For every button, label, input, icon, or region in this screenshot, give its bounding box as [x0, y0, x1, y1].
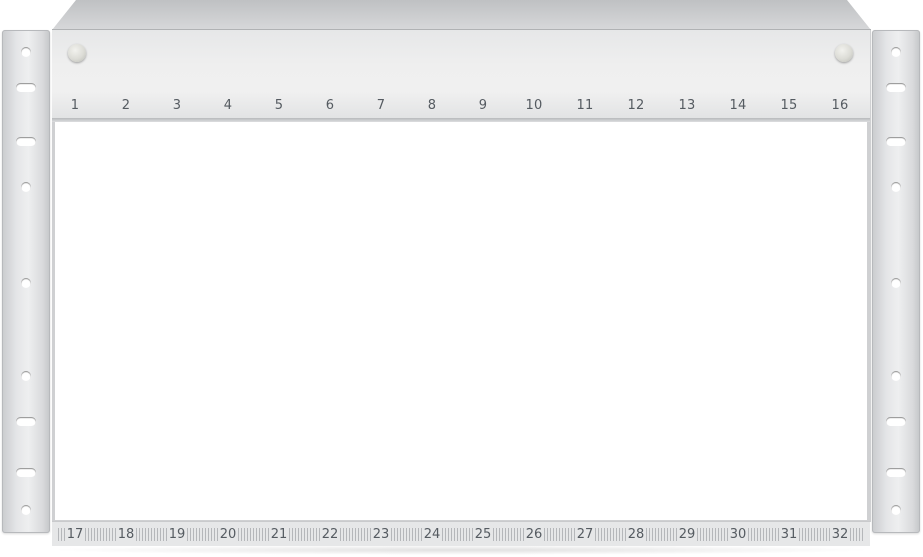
rack-slot-icon [886, 137, 906, 146]
port-number-label: 13 [678, 98, 696, 113]
port-number-label: 19 [167, 527, 187, 542]
port-number-label: 17 [65, 527, 85, 542]
port-number-label: 28 [626, 527, 646, 542]
port-number-label: 22 [320, 527, 340, 542]
header-edge [52, 118, 870, 122]
rack-slot-icon [16, 417, 36, 426]
port-number-label: 26 [524, 527, 544, 542]
port-number-label: 18 [116, 527, 136, 542]
port-number-label: 16 [831, 98, 849, 113]
port-number-label: 7 [376, 98, 386, 113]
port-number-label: 12 [627, 98, 645, 113]
rack-hole-icon [891, 47, 901, 57]
mounting-screw-icon [835, 44, 853, 62]
floor-shadow [45, 545, 878, 555]
port-number-label: 25 [473, 527, 493, 542]
port-number-label: 21 [269, 527, 289, 542]
rack-hole-icon [21, 371, 31, 381]
mounting-screw-icon [68, 44, 86, 62]
port-number-label: 24 [422, 527, 442, 542]
rack-hole-icon [21, 47, 31, 57]
left-rack-ear [2, 30, 50, 533]
port-number-label: 10 [525, 98, 543, 113]
port-number-label: 9 [478, 98, 488, 113]
rack-slot-icon [16, 137, 36, 146]
port-number-label: 5 [274, 98, 284, 113]
rack-hole-icon [891, 182, 901, 192]
rack-slot-icon [886, 83, 906, 92]
chassis-top-panel [52, 0, 871, 30]
rack-hole-icon [891, 371, 901, 381]
port-number-label: 23 [371, 527, 391, 542]
port-number-label: 2 [121, 98, 131, 113]
port-number-label: 14 [729, 98, 747, 113]
rack-hole-icon [891, 505, 901, 515]
port-number-label: 31 [779, 527, 799, 542]
port-number-label: 6 [325, 98, 335, 113]
port-number-label: 30 [728, 527, 748, 542]
port-number-label: 20 [218, 527, 238, 542]
port-number-label: 27 [575, 527, 595, 542]
rack-hole-icon [21, 505, 31, 515]
port-number-label: 3 [172, 98, 182, 113]
port-number-label: 32 [830, 527, 850, 542]
rack-slot-icon [16, 83, 36, 92]
port-number-label: 11 [576, 98, 594, 113]
port-number-label: 8 [427, 98, 437, 113]
rack-hole-icon [21, 278, 31, 288]
port-header-panel: 1 2 3 4 5 6 7 8 9 10 11 12 13 14 15 16 [52, 30, 870, 119]
rack-hole-icon [891, 278, 901, 288]
rack-slot-icon [16, 468, 36, 477]
vent-grille [58, 528, 864, 541]
rack-slot-icon [886, 417, 906, 426]
port-number-label: 15 [780, 98, 798, 113]
port-number-label: 1 [70, 98, 80, 113]
bottom-port-strip: 17 18 19 20 21 22 23 24 25 26 27 28 29 3… [52, 521, 870, 546]
right-rack-ear [872, 30, 920, 533]
rack-hole-icon [21, 182, 31, 192]
port-number-label: 4 [223, 98, 233, 113]
rack-slot-icon [886, 468, 906, 477]
port-slot-area [55, 122, 867, 520]
port-number-label: 29 [677, 527, 697, 542]
